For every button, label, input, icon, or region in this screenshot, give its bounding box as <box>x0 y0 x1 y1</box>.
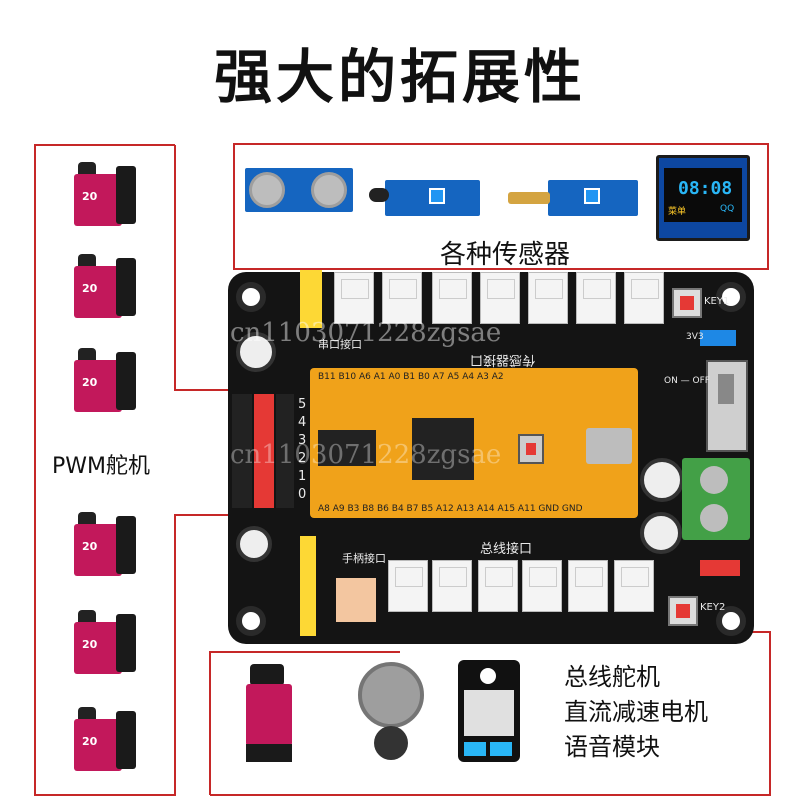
mount-hole-br <box>716 606 746 636</box>
reset-button[interactable] <box>518 434 544 464</box>
serial-header <box>300 270 322 328</box>
bottom-labels: 总线舵机 直流减速电机 语音模块 <box>564 660 708 765</box>
serial-iface-label: 串口接口 <box>318 338 362 351</box>
bus-servo-image <box>246 664 298 764</box>
power-switch[interactable] <box>706 360 748 452</box>
bus-connector <box>388 560 428 612</box>
page-title: 强大的拓展性 <box>213 43 586 111</box>
mcu-bottom-pins: A8 A9 B3 B8 B6 B4 B7 B5 A12 A13 A14 A15 … <box>318 504 583 514</box>
servo-image-3: 20 <box>68 346 138 416</box>
bus-iface-label: 总线接口 <box>480 542 533 557</box>
sensor-connector <box>480 272 520 324</box>
servo-image-6: 20 <box>68 705 138 775</box>
key2-label: KEY2 <box>700 602 726 613</box>
bus-connector <box>614 560 654 612</box>
mcu-top-pins: B11 B10 A6 A1 A0 B1 B0 A7 A5 A4 A3 A2 <box>318 372 504 382</box>
voice-module-label: 语音模块 <box>564 733 660 761</box>
bus-connector <box>568 560 608 612</box>
handle-iface-label: 手柄接口 <box>342 552 386 565</box>
servo-image-4: 20 <box>68 510 138 580</box>
mount-hole-tl <box>236 282 266 312</box>
servo-image-2: 20 <box>68 252 138 322</box>
pwm-num: 2 <box>298 451 307 466</box>
pwm-header <box>232 394 294 508</box>
aux-chip <box>318 430 376 466</box>
sensor-connector <box>576 272 616 324</box>
watermark-2: cn1103071228zgsae <box>230 440 502 470</box>
handle-connector <box>336 578 376 622</box>
dc-motor-label: 直流减速电机 <box>564 698 708 726</box>
capacitor-left2 <box>236 526 272 562</box>
servo-image-5: 20 <box>68 608 138 678</box>
servo-image-1: 20 <box>68 160 138 230</box>
dc-motor-image <box>352 662 430 762</box>
bus-connector <box>478 560 518 612</box>
key1-label: KEY1 <box>704 296 730 307</box>
capacitor-right2 <box>640 512 682 554</box>
sensor-connector <box>624 272 664 324</box>
bus-connector <box>432 560 472 612</box>
pwm-num: 0 <box>298 487 307 502</box>
pwm-num: 1 <box>298 469 307 484</box>
capacitor-right <box>640 458 684 502</box>
sensor-connector <box>382 272 422 324</box>
sensor-connector <box>334 272 374 324</box>
voice-module-image <box>458 660 520 762</box>
ultrasonic-sensor-image <box>245 168 353 212</box>
oled-right-text: QQ <box>720 204 735 214</box>
pwm-num: 4 <box>298 415 307 430</box>
tilt-sensor-image <box>508 180 638 216</box>
usb-port <box>586 428 632 464</box>
key2-button[interactable] <box>668 596 698 626</box>
sensors-frame <box>233 143 769 270</box>
sensor-connector <box>528 272 568 324</box>
mount-hole-bl <box>236 606 266 636</box>
bus-connector <box>522 560 562 612</box>
bottom-serial-header <box>300 536 316 636</box>
oled-screen: 08:08 菜单 QQ <box>664 168 742 222</box>
sensors-label: 各种传感器 <box>440 240 571 270</box>
sensor-connector <box>432 272 472 324</box>
power-terminal <box>682 458 750 540</box>
watermark: cn1103071228zgsae <box>230 318 502 348</box>
pwm-servo-label: PWM舵机 <box>52 454 151 479</box>
pwm-num: 5 <box>298 397 307 412</box>
pwm-num: 3 <box>298 433 307 448</box>
pwm-numbers: 5 4 3 2 1 0 <box>298 396 310 504</box>
main-chip <box>412 418 474 480</box>
bus-servo-label: 总线舵机 <box>564 663 660 691</box>
switch-label: ON — OFF <box>664 376 710 386</box>
flame-sensor-image <box>369 180 480 216</box>
capacitor-left <box>236 332 276 372</box>
key1-button[interactable] <box>672 288 702 318</box>
mount-hole-tr <box>716 282 746 312</box>
oled-time: 08:08 <box>678 178 733 199</box>
label-3v3: 3V3 <box>686 332 704 342</box>
jumper-3v3 <box>700 330 736 346</box>
oled-left-text: 菜单 <box>668 207 687 217</box>
jumper-5v <box>700 560 740 576</box>
